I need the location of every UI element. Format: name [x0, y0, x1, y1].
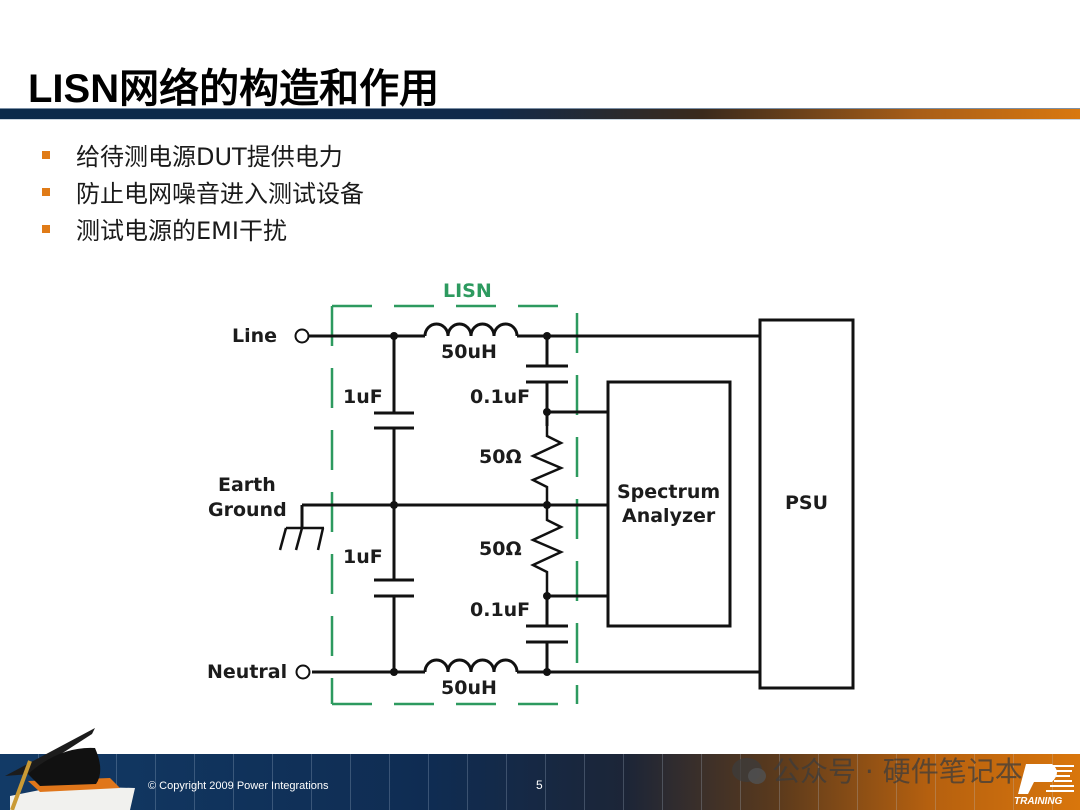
capacitor-0.1uf-top — [526, 364, 568, 384]
bullet-square-icon — [42, 150, 50, 159]
bullet-item: 防止电网噪音进入测试设备 — [40, 173, 364, 210]
inductor-top-label: 50uH — [441, 341, 497, 363]
logo-text: TRAINING — [1014, 796, 1063, 807]
slide-title: LISN网络的构造和作用 — [28, 67, 440, 111]
psu-label: PSU — [785, 492, 828, 514]
inductor-bottom-label: 50uH — [441, 677, 497, 699]
cap-right-top-label: 0.1uF — [470, 386, 530, 408]
resistor-50ohm-bottom — [529, 505, 565, 596]
capacitor-0.1uf-bottom — [526, 624, 568, 644]
earth-ground-icon — [278, 526, 325, 551]
psu-block — [758, 318, 855, 690]
bullet-square-icon — [42, 187, 50, 196]
spectrum-analyzer-block — [606, 380, 732, 628]
footer-band — [0, 754, 1080, 810]
power-integrations-logo-icon — [1018, 764, 1074, 794]
bullet-text: 测试电源的EMI干扰 — [76, 217, 287, 245]
watermark-text: 公众号 · 硬件笔记本 — [772, 755, 1023, 788]
resistor-bottom-label: 50Ω — [479, 538, 522, 560]
page-number: 5 — [536, 778, 543, 792]
bullet-square-icon — [42, 224, 50, 233]
line-label: Line — [232, 325, 277, 347]
bullet-item: 给待测电源DUT提供电力 — [40, 136, 364, 173]
lisn-label: LISN — [443, 280, 492, 302]
footer-circuit-pattern — [0, 754, 1080, 810]
cap-right-bottom-label: 0.1uF — [470, 599, 530, 621]
title-divider-bar — [0, 108, 1080, 120]
inductor-top — [423, 322, 519, 337]
cap-left-top-label: 1uF — [343, 386, 383, 408]
resistor-50ohm-top — [529, 426, 565, 505]
ground-label: Ground — [208, 499, 287, 521]
bullet-list: 给待测电源DUT提供电力 防止电网噪音进入测试设备 测试电源的EMI干扰 — [40, 136, 364, 247]
wechat-icon — [732, 758, 766, 784]
line-terminal-icon — [294, 328, 310, 344]
inductor-bottom — [423, 658, 519, 673]
neutral-terminal-icon — [295, 664, 311, 680]
graduation-cap-icon — [5, 728, 135, 810]
copyright-text: © Copyright 2009 Power Integrations — [148, 780, 329, 792]
capacitor-1uf-top — [374, 411, 414, 430]
analyzer-label-line1: Spectrum — [617, 481, 720, 503]
bullet-text: 给待测电源DUT提供电力 — [76, 143, 343, 171]
earth-label: Earth — [218, 474, 276, 496]
analyzer-label-line2: Analyzer — [622, 505, 716, 527]
bullet-text: 防止电网噪音进入测试设备 — [76, 180, 364, 208]
cap-left-bottom-label: 1uF — [343, 546, 383, 568]
bullet-item: 测试电源的EMI干扰 — [40, 210, 364, 247]
watermark: 公众号 · 硬件笔记本 — [732, 750, 1023, 790]
junction-dots — [390, 332, 551, 676]
capacitor-1uf-bottom — [374, 578, 414, 598]
resistor-top-label: 50Ω — [479, 446, 522, 468]
neutral-label: Neutral — [207, 661, 287, 683]
